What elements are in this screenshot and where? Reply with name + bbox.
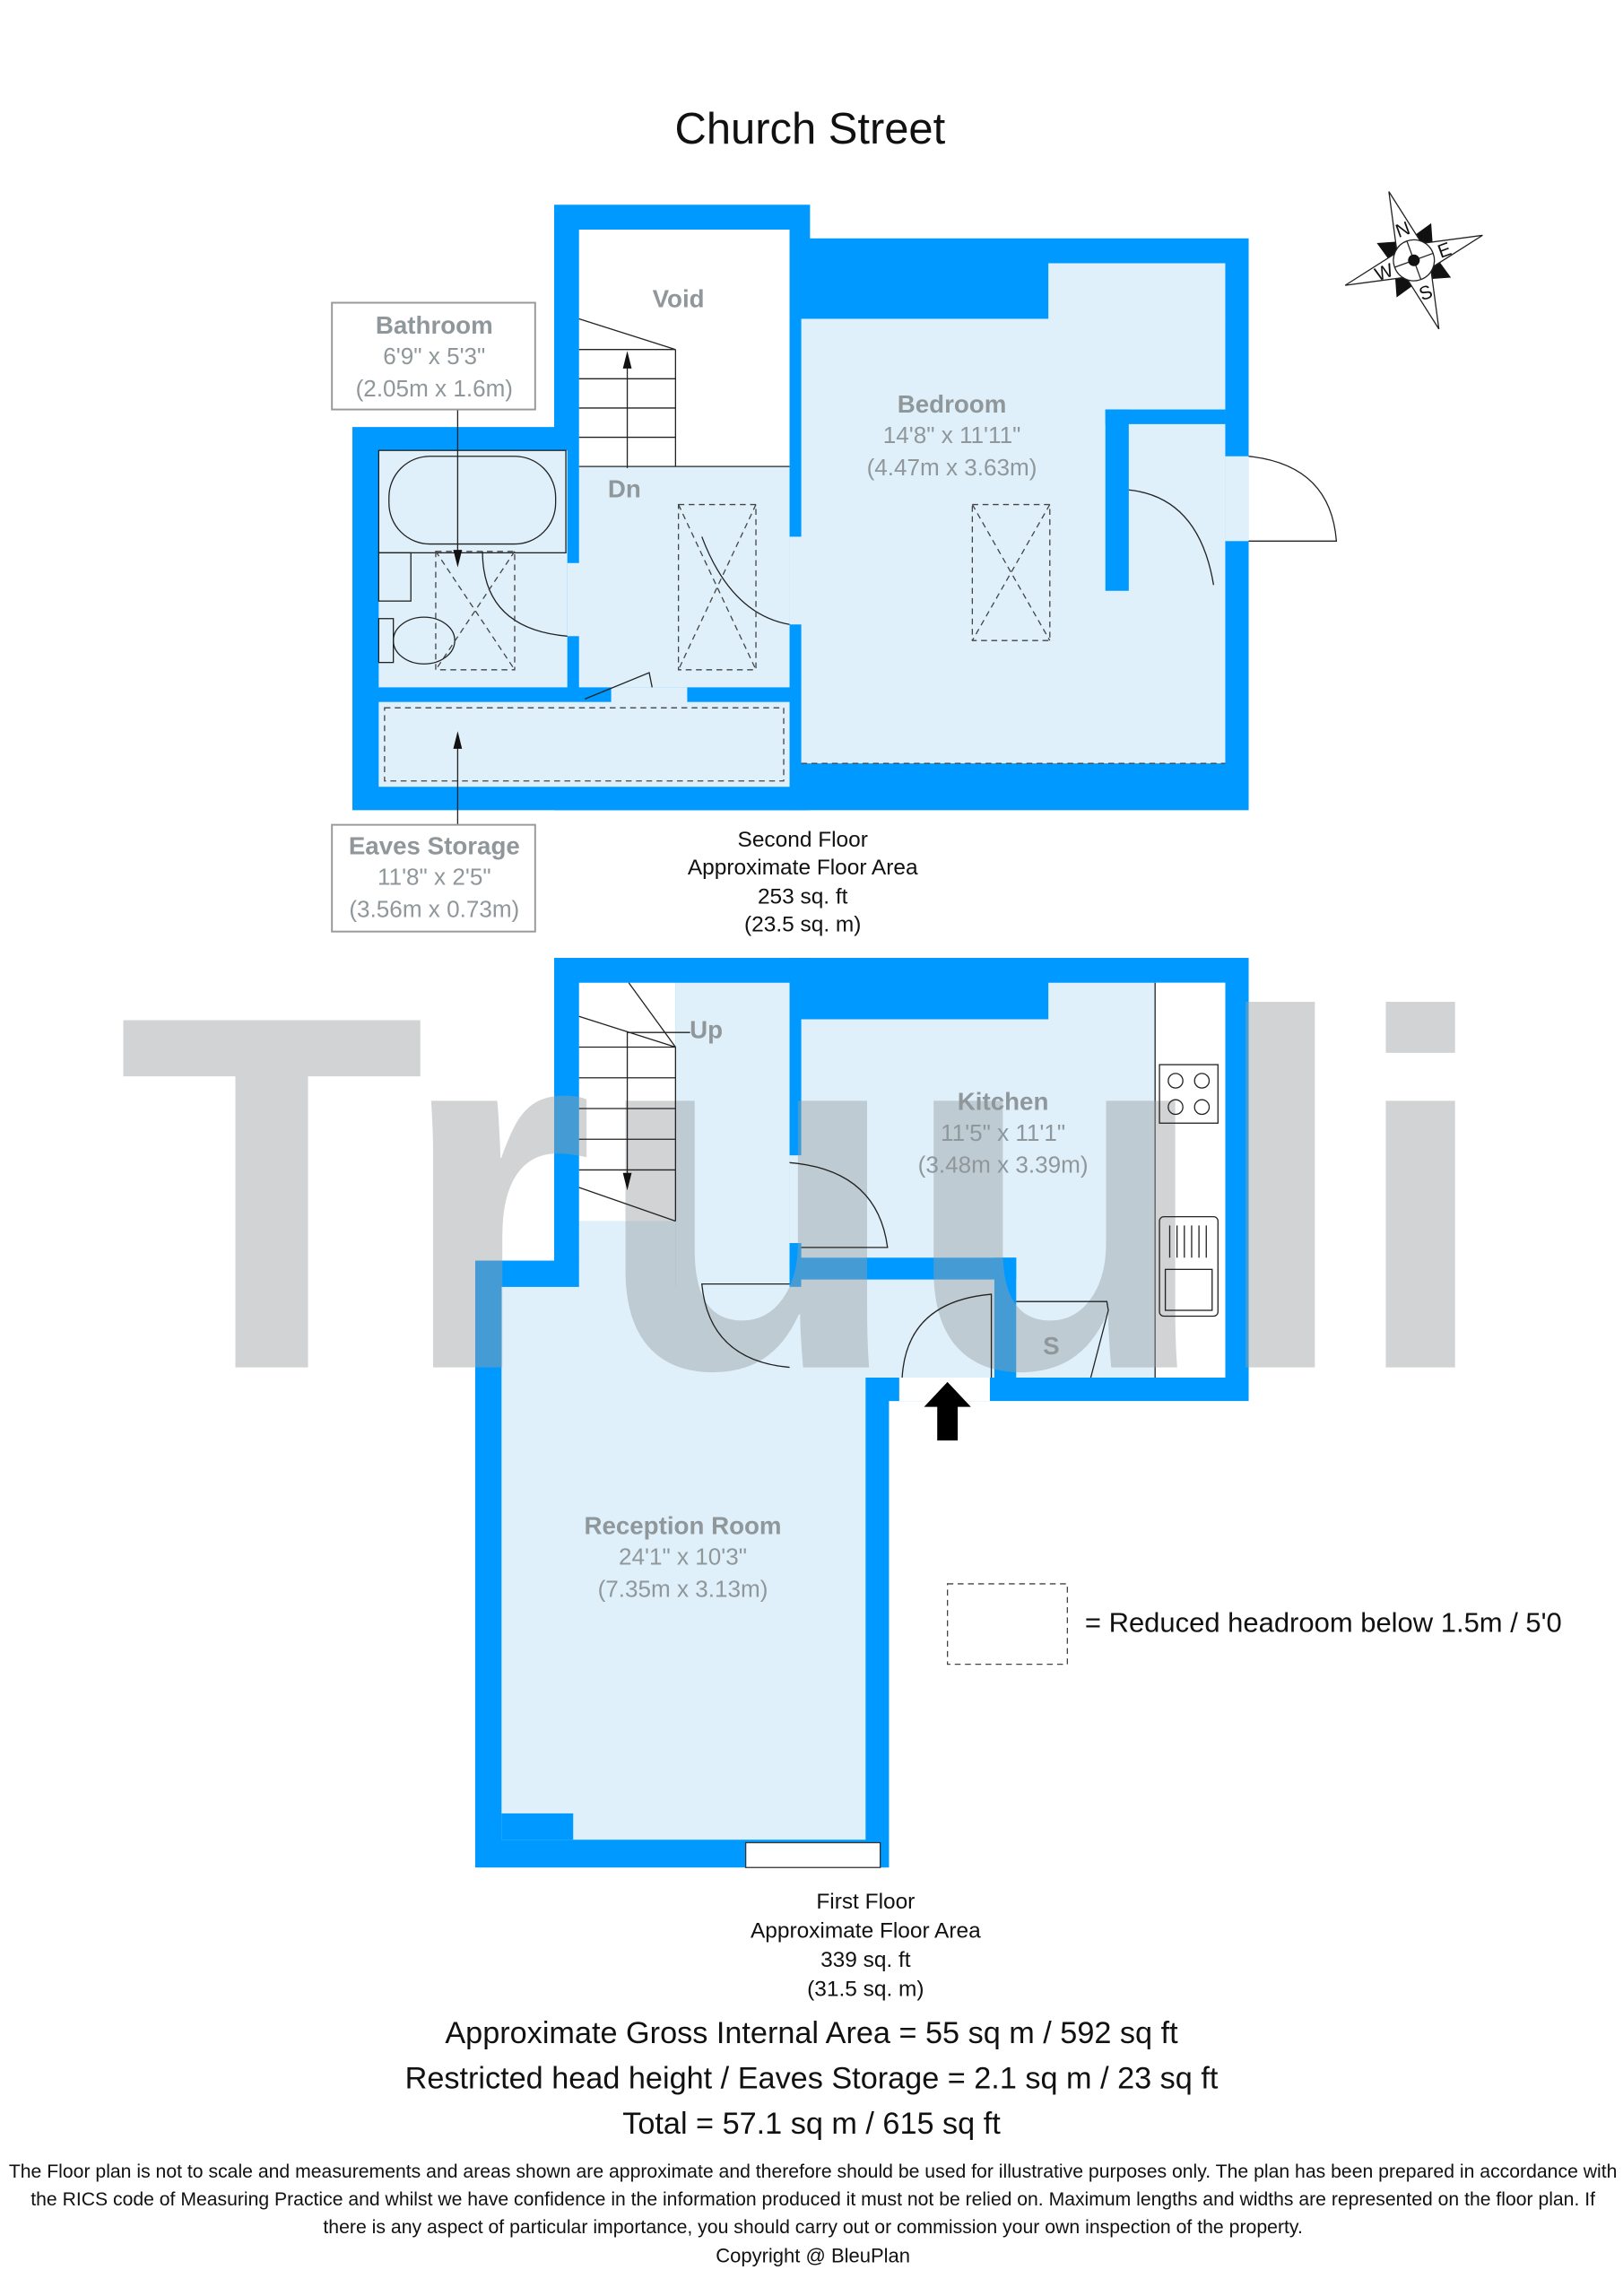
first-floor-name: First Floor [816,1890,915,1914]
compass-s: S [1417,282,1436,305]
reception-name: Reception Room [584,1511,781,1539]
first-floor-plan: Truuli Up Kitchen 11'5" x 11'1" (3.48m x… [117,912,1491,1868]
eaves-name: Eaves Storage [349,831,520,859]
bedroom-imperial: 14'8" x 11'11" [883,422,1021,448]
gross-area: Approximate Gross Internal Area = 55 sq … [445,2016,1178,2050]
bathroom-metric: (2.05m x 1.6m) [356,375,513,402]
eaves-hatch[interactable] [585,672,653,700]
second-floor-plan: Bathroom 6'9" x 5'3" (2.05m x 1.6m) Eave… [331,204,1338,933]
kitchen-name: Kitchen [958,1088,1049,1116]
eaves-metric: (3.56m x 0.73m) [349,895,519,922]
closet-door[interactable] [1128,489,1215,586]
stairs-up-label: Up [690,1016,723,1044]
bathroom-name: Bathroom [376,311,493,339]
legend-swatch [946,1583,1069,1665]
eaves-floor [378,701,790,787]
legend: = Reduced headroom below 1.5m / 5'0 [946,1583,1562,1665]
void-area [578,230,790,468]
bathroom-imperial: 6'9" x 5'3" [383,343,485,370]
second-floor-sqm: (23.5 sq. m) [744,913,861,937]
stairs-down-label: Dn [608,474,641,502]
first-floor-sqft: 339 sq. ft [820,1948,911,1972]
first-floor-sqm: (31.5 sq. m) [807,1978,924,2002]
second-floor-area-label: Approximate Floor Area [688,856,918,880]
side-door[interactable] [1248,456,1338,542]
sink-icon [378,552,412,602]
sink-icon [1159,1215,1219,1318]
reception-metric: (7.35m x 3.13m) [598,1576,768,1603]
hob-icon [1159,1064,1219,1124]
void-label: Void [653,284,705,312]
kitchen-imperial: 11'5" x 11'1" [941,1119,1065,1146]
reception-floor [501,1286,866,1840]
bedroom-door[interactable] [701,536,790,625]
compass-icon: N E S W [1344,191,1483,330]
reduced-headroom-zone [384,503,1226,782]
bathroom-label-box [331,301,536,411]
staircase [578,317,790,468]
restricted-area: Restricted head height / Eaves Storage =… [405,2061,1219,2095]
bathroom-floor [378,450,568,688]
bedroom-metric: (4.47m x 3.63m) [867,454,1037,481]
legend-text: = Reduced headroom below 1.5m / 5'0 [1085,1607,1562,1639]
kitchen-door[interactable] [789,1161,889,1248]
disclaimer-line-2: the RICS code of Measuring Practice and … [30,2188,1596,2210]
reception-imperial: 24'1" x 10'3" [619,1544,747,1570]
hallway-floor [675,982,790,1298]
page-title: Church Street [675,105,946,153]
storage-label: S [1043,1332,1059,1360]
bathtub-icon [378,449,567,554]
kitchen-counter [1155,982,1226,1378]
kitchen-metric: (3.48m x 3.39m) [918,1152,1089,1178]
entrance-door[interactable] [901,1293,993,1378]
disclaimer-line-3: there is any aspect of particular import… [323,2216,1302,2238]
entrance-arrow-icon [924,1381,971,1441]
second-floor-name: Second Floor [738,828,868,852]
copyright: Copyright @ BleuPlan [716,2244,910,2266]
bathroom-door[interactable] [482,551,568,637]
total-area: Total = 57.1 sq m / 615 sq ft [622,2107,1001,2141]
disclaimer-line-1: The Floor plan is not to scale and measu… [9,2161,1618,2182]
compass-n: N [1393,218,1412,242]
window [744,1841,881,1868]
first-floor-area-label: Approximate Floor Area [751,1919,981,1944]
bedroom-name: Bedroom [898,390,1007,418]
staircase [578,982,690,1222]
eaves-label-box [331,823,536,933]
reception-door[interactable] [700,1283,790,1369]
bedroom-floor [801,318,1226,764]
watermark-logo: Truuli [117,912,1490,1475]
eaves-imperial: 11'8" x 2'5" [378,863,491,890]
compass-e: E [1435,239,1454,262]
storage-door[interactable] [1016,1300,1109,1378]
second-floor-sqft: 253 sq. ft [758,885,848,909]
